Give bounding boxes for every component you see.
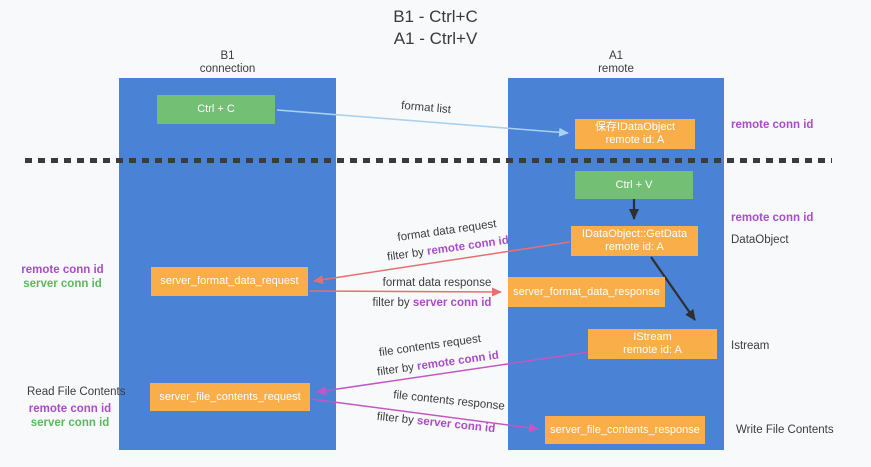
read-file-contents-label: Read File Contents bbox=[27, 386, 126, 398]
save-idataobject-line1: 保存IDataObject bbox=[594, 121, 676, 133]
server-conn-id-text: server conn id bbox=[416, 415, 496, 436]
ctrl-v-box: Ctrl + V bbox=[575, 171, 693, 199]
server-format-data-request-box: server_format_data_request bbox=[151, 267, 308, 296]
remote-conn-id-side-label-mid: remote conn id bbox=[731, 212, 814, 224]
dataobject-side-label: DataObject bbox=[731, 234, 789, 246]
right-column-subtitle: remote bbox=[598, 63, 634, 75]
istream-box: IStream remote id: A bbox=[588, 329, 717, 359]
left-column-header: B1 connection bbox=[119, 50, 336, 76]
server-conn-id-left-label: server conn id bbox=[30, 417, 110, 429]
title-line-2: A1 - Ctrl+V bbox=[393, 29, 478, 48]
getdata-line2: remote id: A bbox=[605, 241, 664, 253]
file-contents-response-filter-label: filter by server conn id bbox=[376, 411, 496, 435]
left-conn-id-pair-top: remote conn id server conn id bbox=[15, 263, 110, 291]
server-conn-id-left-label: server conn id bbox=[23, 278, 102, 290]
left-column-name: B1 bbox=[220, 50, 235, 62]
left-conn-id-pair-bottom: remote conn id server conn id bbox=[25, 402, 115, 430]
getdata-line1: IDataObject::GetData bbox=[581, 228, 688, 240]
server-file-contents-request-box: server_file_contents_request bbox=[150, 383, 310, 411]
istream-side-label: Istream bbox=[731, 340, 770, 352]
remote-conn-id-text: remote conn id bbox=[416, 349, 500, 373]
server-file-contents-request-label: server_file_contents_request bbox=[159, 390, 301, 403]
diagram-title: B1 - Ctrl+C A1 - Ctrl+V bbox=[0, 6, 871, 50]
filter-by-text: filter by bbox=[372, 297, 410, 309]
server-format-data-response-box: server_format_data_response bbox=[508, 277, 665, 307]
ctrl-c-box: Ctrl + C bbox=[157, 95, 275, 124]
format-data-response-arrow bbox=[308, 287, 502, 297]
right-column-name: A1 bbox=[608, 50, 624, 62]
file-contents-response-label: file contents response bbox=[392, 389, 506, 413]
title-line-1: B1 - Ctrl+C bbox=[393, 7, 478, 26]
istream-line2: remote id: A bbox=[623, 344, 682, 356]
write-file-contents-label: Write File Contents bbox=[736, 424, 834, 436]
ctrl-c-label: Ctrl + C bbox=[197, 103, 235, 115]
server-format-data-request-label: server_format_data_request bbox=[160, 275, 299, 287]
filter-by-text: filter by bbox=[376, 361, 415, 379]
server-format-data-response-label: server_format_data_response bbox=[513, 285, 660, 298]
save-idataobject-line2: remote id: A bbox=[605, 134, 665, 146]
filter-by-text: filter by bbox=[376, 410, 415, 427]
right-column-header: A1 remote bbox=[508, 50, 724, 76]
idataobject-getdata-box: IDataObject::GetData remote id: A bbox=[571, 226, 698, 256]
istream-line1: IStream bbox=[633, 331, 672, 343]
format-list-label: format list bbox=[400, 99, 452, 117]
server-file-contents-response-box: server_file_contents_response bbox=[545, 416, 705, 444]
filter-by-text: filter by bbox=[386, 246, 425, 264]
remote-conn-id-left-label: remote conn id bbox=[21, 264, 104, 276]
server-file-contents-response-label: server_file_contents_response bbox=[550, 423, 700, 436]
save-idataobject-box: 保存IDataObject remote id: A bbox=[575, 119, 695, 149]
remote-conn-id-side-label-top: remote conn id bbox=[731, 119, 814, 131]
ctrl-v-label: Ctrl + V bbox=[615, 178, 653, 191]
left-column-subtitle: connection bbox=[199, 63, 256, 75]
phase-separator-dashed-line bbox=[25, 158, 832, 163]
remote-conn-id-left-label: remote conn id bbox=[28, 403, 112, 415]
format-data-response-label: format data response bbox=[382, 277, 492, 289]
server-conn-id-text: server conn id bbox=[412, 297, 492, 309]
format-data-response-filter-label: filter by server conn id bbox=[373, 297, 492, 309]
